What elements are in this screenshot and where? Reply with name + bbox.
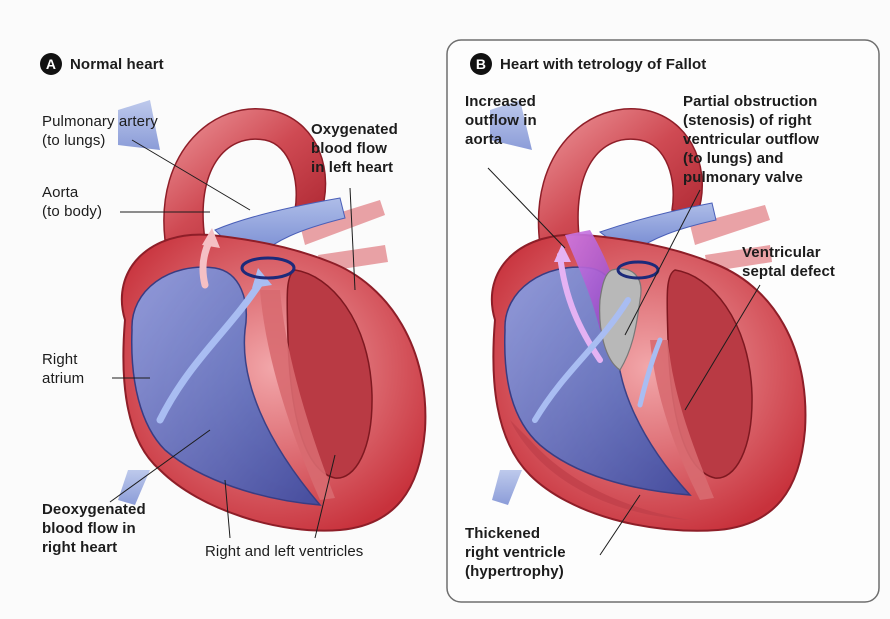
label-pulmonary-artery: Pulmonary artery (to lungs) xyxy=(42,112,158,150)
panel-b-badge: B xyxy=(470,53,492,75)
label-oxygenated-flow: Oxygenated blood flow in left heart xyxy=(311,120,398,177)
panel-a-title: Normal heart xyxy=(70,55,164,74)
panel-a-badge: A xyxy=(40,53,62,75)
panel-b-heading: B Heart with tetrology of Fallot xyxy=(470,53,706,75)
label-deoxygenated-flow: Deoxygenated blood flow in right heart xyxy=(42,500,146,557)
label-ventricles: Right and left ventricles xyxy=(205,542,363,561)
label-increased-outflow: Increased outflow in aorta xyxy=(465,92,537,149)
panel-b-title: Heart with tetrology of Fallot xyxy=(500,55,706,74)
label-aorta: Aorta (to body) xyxy=(42,183,102,221)
panel-a-heading: A Normal heart xyxy=(40,53,164,75)
label-right-atrium: Right atrium xyxy=(42,350,84,388)
label-partial-obstruction: Partial obstruction (stenosis) of right … xyxy=(683,92,819,187)
label-ventricular-septal-defect: Ventricular septal defect xyxy=(742,243,835,281)
label-thickened-right-ventricle: Thickened right ventricle (hypertrophy) xyxy=(465,524,566,581)
